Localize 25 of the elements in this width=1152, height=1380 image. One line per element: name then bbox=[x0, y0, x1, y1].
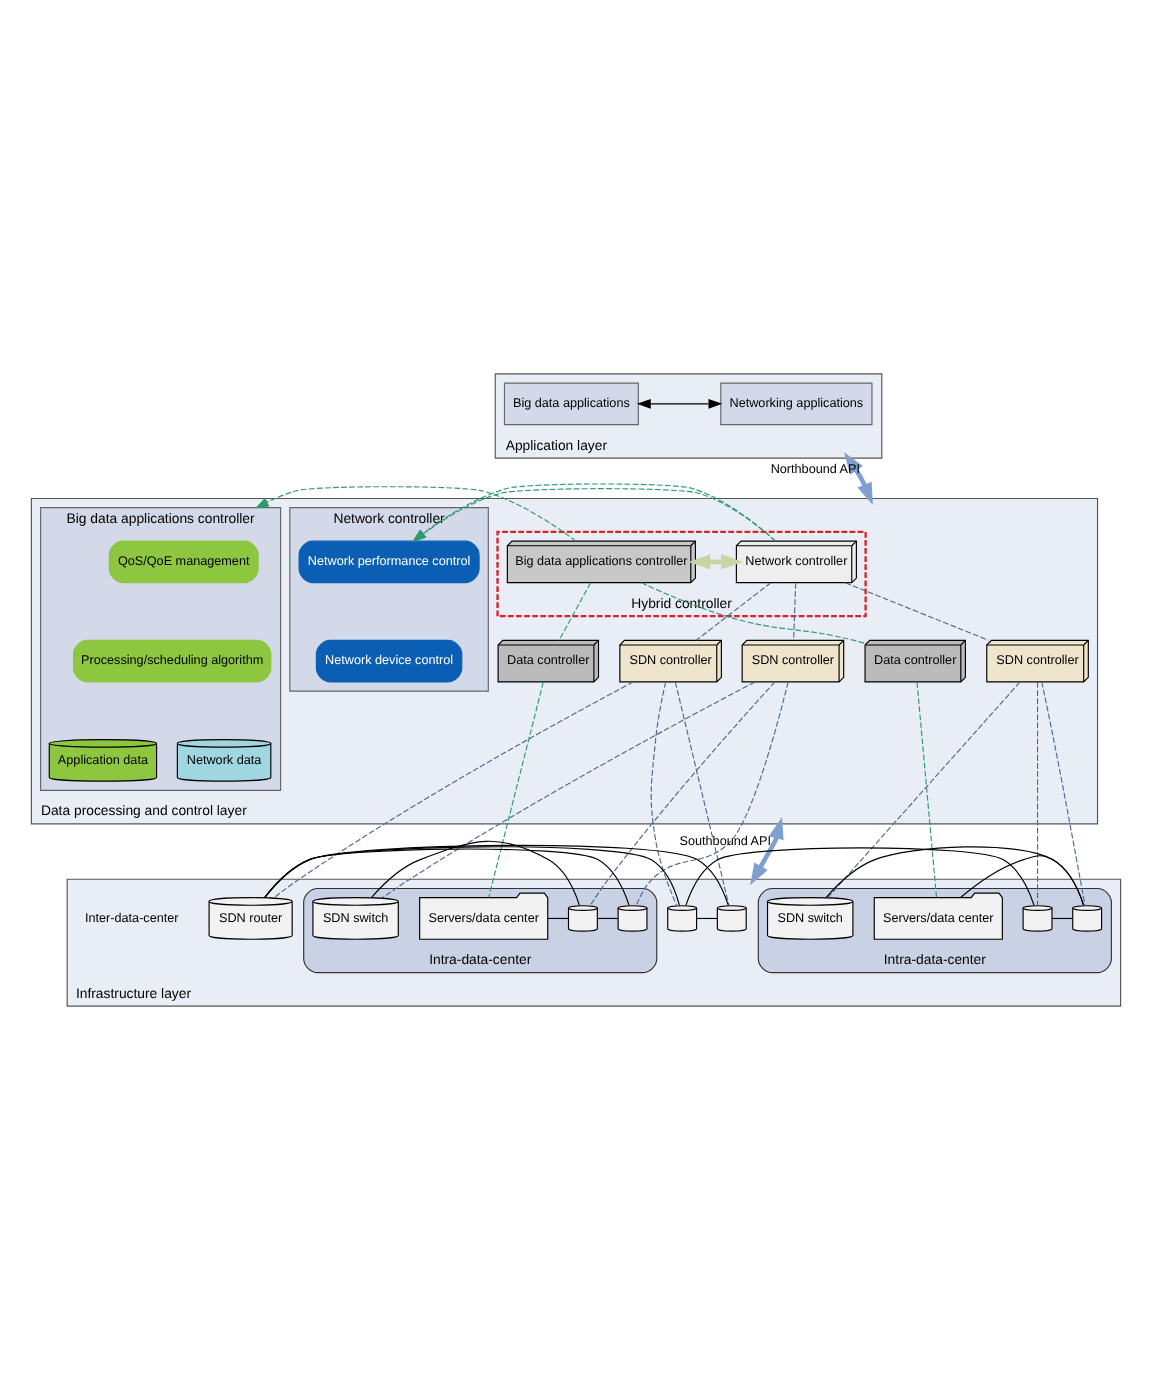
connector bbox=[695, 582, 772, 641]
connector bbox=[589, 681, 776, 907]
connector bbox=[793, 582, 797, 641]
connector bbox=[674, 681, 730, 907]
connector bbox=[696, 917, 718, 920]
connector bbox=[1036, 681, 1039, 907]
arrow bbox=[636, 399, 723, 409]
connector bbox=[844, 582, 990, 641]
arrow bbox=[750, 817, 784, 886]
connector bbox=[488, 681, 544, 898]
connector bbox=[635, 681, 789, 906]
connector bbox=[685, 847, 1035, 906]
connector bbox=[650, 681, 678, 907]
arrow bbox=[688, 554, 744, 570]
connector bbox=[381, 681, 756, 899]
connector bbox=[597, 917, 619, 920]
connector bbox=[827, 681, 1021, 898]
connector bbox=[558, 582, 591, 641]
connector bbox=[370, 840, 580, 906]
connector bbox=[1041, 681, 1086, 907]
connector bbox=[916, 681, 938, 898]
connector bbox=[547, 917, 569, 920]
connector bbox=[1051, 917, 1073, 920]
connector bbox=[273, 681, 634, 899]
connector bbox=[825, 846, 1085, 906]
